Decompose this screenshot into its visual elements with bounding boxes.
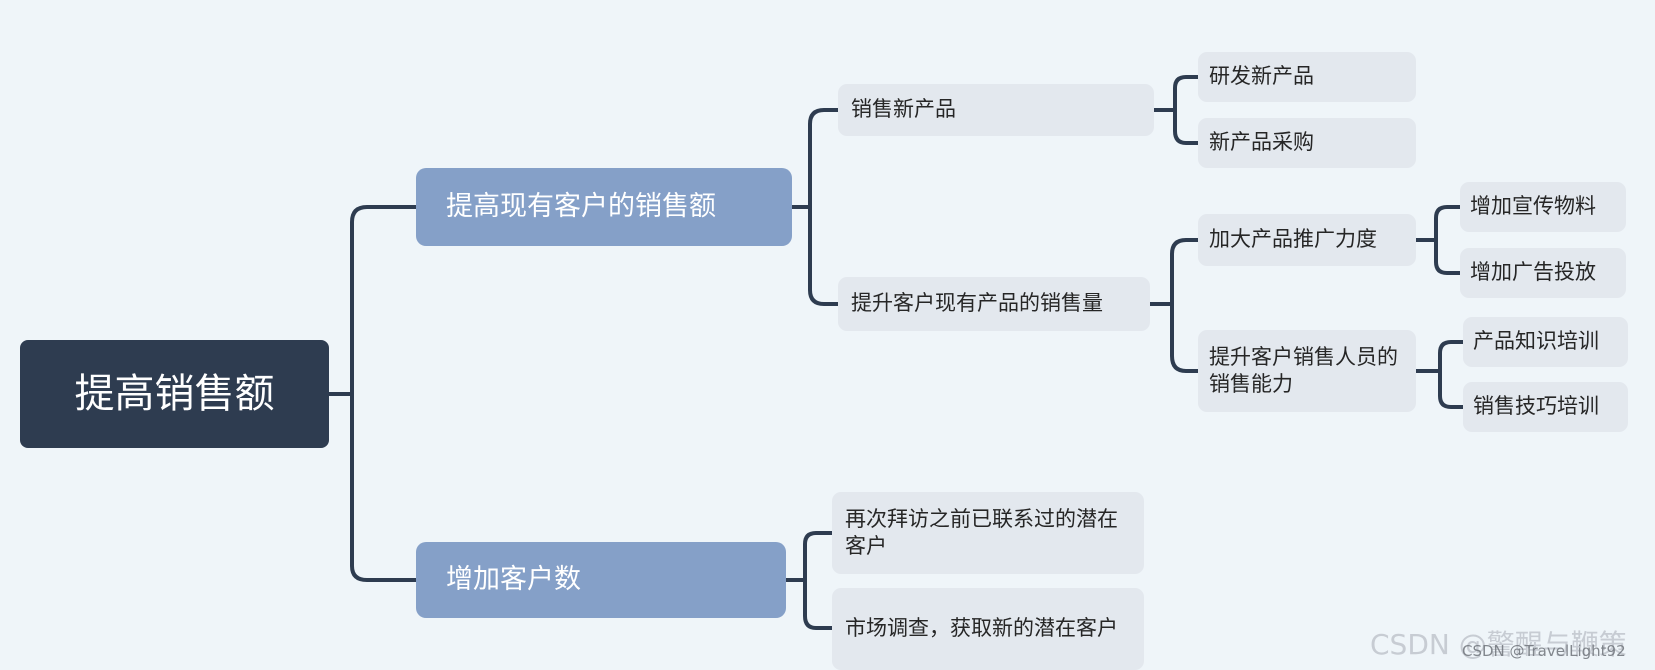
subtopic-sales-skill-training: 销售技巧培训: [1463, 382, 1628, 432]
subtopic-revisit-prospects: 再次拜访之前已联系过的潜在客户: [832, 492, 1144, 574]
connector-new-customers: [784, 531, 834, 630]
subtopic-procure-new-products: 新产品采购: [1198, 118, 1416, 168]
subtopic-add-promo-materials: 增加宣传物料: [1460, 182, 1626, 232]
connector-root-branches: [327, 205, 418, 582]
subtopic-raise-existing-product-volume: 提升客户现有产品的销售量: [838, 277, 1150, 331]
subtopic-increase-promotion: 加大产品推广力度: [1198, 214, 1416, 266]
subtopic-product-knowledge-training: 产品知识培训: [1463, 317, 1628, 367]
connector-existing-customers: [790, 108, 840, 306]
subtopic-market-research: 市场调查，获取新的潜在客户: [832, 588, 1144, 670]
root-node: 提高销售额: [20, 340, 329, 448]
connector-promotion: [1414, 205, 1462, 275]
topic-increase-customer-count: 增加客户数: [416, 542, 786, 618]
connector-product-volume: [1148, 238, 1200, 373]
subtopic-sell-new-products: 销售新产品: [838, 84, 1154, 136]
subtopic-add-ad-placement: 增加广告投放: [1460, 248, 1626, 298]
connector-sales-training: [1414, 340, 1465, 409]
watermark-sub: CSDN @TravelLight92: [1462, 642, 1626, 660]
topic-increase-existing-customer-sales: 提高现有客户的销售额: [416, 168, 792, 246]
subtopic-develop-new-products: 研发新产品: [1198, 52, 1416, 102]
subtopic-improve-sales-staff-ability: 提升客户销售人员的销售能力: [1198, 330, 1416, 412]
connector-new-products: [1152, 75, 1200, 145]
watermark-main: CSDN @警醒与鞭策: [1370, 628, 1627, 661]
